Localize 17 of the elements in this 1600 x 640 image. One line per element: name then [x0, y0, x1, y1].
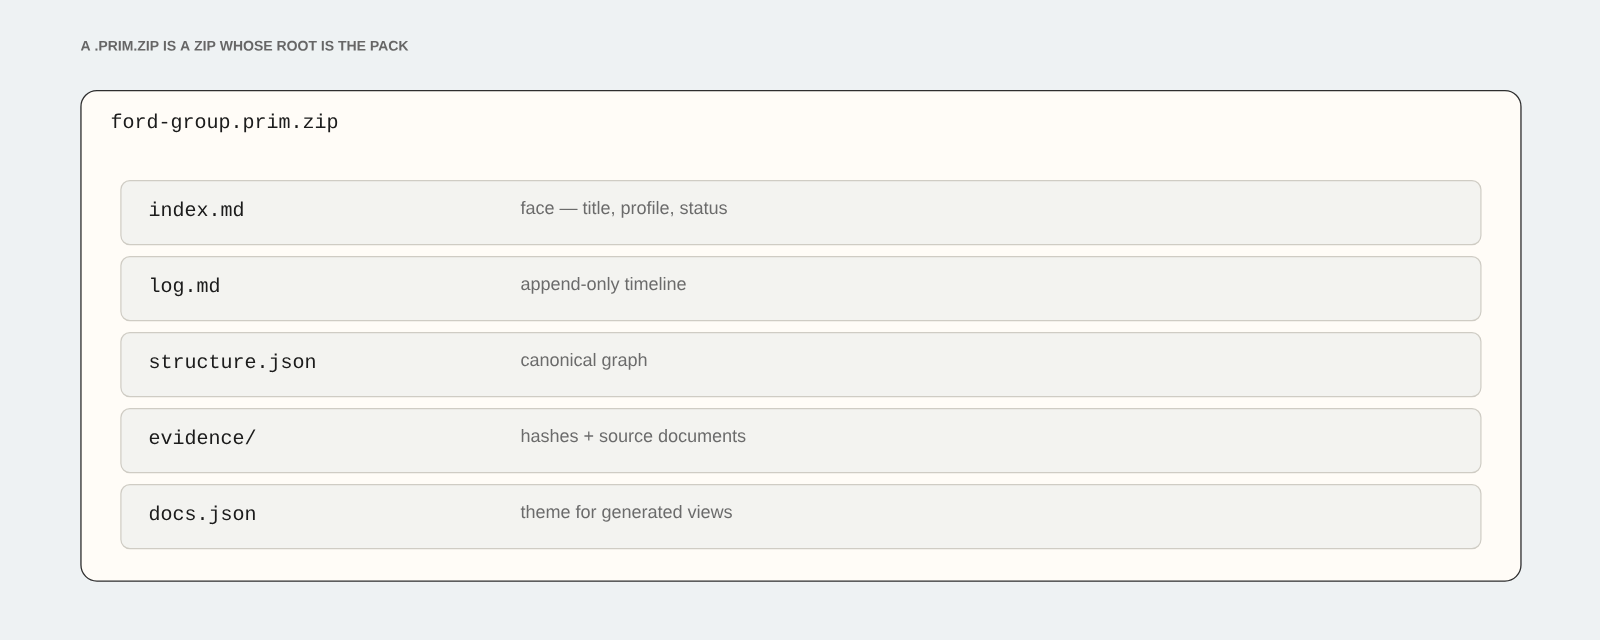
file-description: hashes + source documents: [521, 428, 746, 443]
file-row: [120, 408, 1482, 474]
file-name: structure.json: [150, 353, 315, 373]
file-description: append-only timeline: [521, 276, 686, 294]
file-row: [120, 256, 1482, 322]
file-name: evidence/: [149, 429, 256, 445]
file-name: docs.json: [149, 505, 255, 525]
file-name: log.md: [151, 277, 219, 297]
file-description: face — title, profile, status: [520, 200, 727, 218]
file-description: canonical graph: [521, 352, 647, 370]
heading: A .PRIM.ZIP IS A ZIP WHOSE ROOT IS THE PACK: [80, 40, 409, 51]
archive-name: ford-group.prim.zip: [111, 113, 338, 133]
file-row: [120, 180, 1482, 246]
file-name: index.md: [149, 201, 243, 217]
file-row: [120, 332, 1482, 398]
file-description: theme for generated views: [520, 504, 732, 522]
file-row: [120, 484, 1482, 550]
